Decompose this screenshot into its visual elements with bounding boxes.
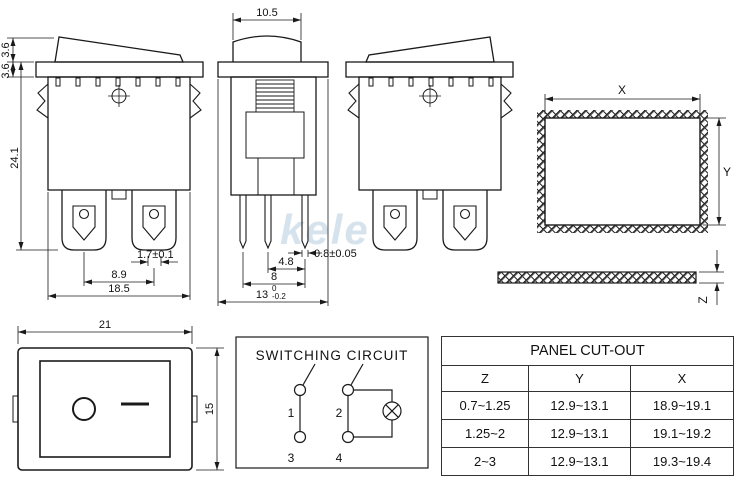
terminal-pin-3 (301, 195, 309, 250)
label-y: Y (723, 165, 731, 179)
dim-face-height: 15 (204, 403, 216, 415)
screw-boss (108, 85, 130, 107)
col-header-y: Y (528, 365, 631, 392)
dim-rocker-height: 3.6 (0, 42, 12, 57)
dim-body-height: 24.1 (9, 147, 21, 168)
terminal-3-contact (293, 430, 307, 444)
label-x: X (618, 83, 626, 97)
face-dimensions: 21 15 (17, 319, 224, 471)
off-symbol-icon (72, 397, 96, 421)
table-row: 2~3 12.9~13.1 19.3~19.4 (441, 447, 734, 476)
face-rocker (39, 360, 171, 458)
cell-y-range: 12.9~13.1 (528, 447, 631, 476)
cutout-hole (544, 117, 701, 226)
cell-x-range: 19.3~19.4 (630, 447, 734, 476)
dim-terminal-pitch: 8.9 (111, 269, 126, 281)
cell-z-range: 2~3 (441, 447, 529, 476)
side-view-dimensions: 10.5 0.8±0.05 4.8 8 13 0 -0.2 (217, 7, 357, 306)
dim-pin-span-outer: 8 (271, 271, 277, 283)
switch-blade-1 (302, 363, 316, 386)
panel-thickness-drawing: Z (497, 250, 724, 305)
cell-x-range: 18.9~19.1 (630, 391, 734, 420)
center-tab (111, 189, 127, 200)
rocker-switch-front-view-2 (345, 36, 514, 251)
switch-blade-2 (350, 363, 364, 386)
col-header-z: Z (441, 365, 529, 392)
face-tab-right (191, 395, 198, 423)
cutout-dimensions: X Y (544, 83, 731, 226)
spade-terminal-left (72, 205, 96, 241)
detent-ribs (255, 79, 295, 113)
cell-z-range: 1.25~2 (441, 419, 529, 448)
face-outer-frame (17, 347, 193, 471)
switch-face-view: 21 15 (12, 319, 224, 471)
circuit-graphics (293, 363, 402, 444)
flange-teeth (55, 77, 181, 87)
terminal-pin-2 (264, 195, 272, 250)
terminal-label-1: 1 (288, 406, 295, 420)
terminal-label-2: 2 (336, 406, 343, 420)
face-tab-left (12, 395, 19, 423)
cell-y-range: 12.9~13.1 (528, 391, 631, 420)
wire-to-lamp-top (354, 389, 393, 402)
mounting-flange (35, 61, 204, 78)
spade-terminal-right (142, 205, 166, 241)
wire-to-lamp-bottom (354, 420, 393, 438)
terminal-label-4: 4 (336, 451, 343, 465)
col-header-x: X (630, 365, 734, 392)
lower-block (257, 157, 295, 196)
rocker-switch-front-view (35, 36, 204, 251)
terminal-1-contact (293, 383, 307, 397)
terminal-pod-left (61, 190, 107, 251)
panel-plate (497, 271, 697, 284)
table-title-row: PANEL CUT-OUT (441, 336, 734, 366)
cell-z-range: 0.7~1.25 (441, 391, 529, 420)
terminal-pin-1 (239, 195, 247, 250)
circuit-title: SWITCHING CIRCUIT (256, 348, 409, 363)
terminal-2-contact (341, 383, 355, 397)
terminal-label-3: 3 (288, 451, 295, 465)
panel-cutout-table: PANEL CUT-OUT Z Y X 0.7~1.25 12.9~13.1 1… (441, 336, 734, 476)
cell-y-range: 12.9~13.1 (528, 419, 631, 448)
switching-circuit: SWITCHING CIRCUIT 1 2 3 4 (235, 336, 429, 469)
dim-pin-span-inner: 4.8 (278, 256, 293, 268)
dim-flange-height: 3.6 (0, 63, 12, 78)
dim-depth-tol-lower: -0.2 (272, 292, 286, 301)
retaining-clip-right-icon (189, 83, 202, 119)
mechanism-block (245, 111, 305, 159)
terminal-4-contact (341, 430, 355, 444)
table-row: 1.25~2 12.9~13.1 19.1~19.2 (441, 419, 734, 448)
table-row: 0.7~1.25 12.9~13.1 18.9~19.1 (441, 391, 734, 420)
cell-x-range: 19.1~19.2 (630, 419, 734, 448)
rocker-actuator (54, 36, 184, 63)
dim-body-width: 18.5 (108, 283, 129, 295)
dim-depth: 13 (256, 289, 268, 301)
table-title: PANEL CUT-OUT (441, 336, 734, 366)
panel-cutout-drawing: X Y (537, 83, 731, 233)
front-view-dimensions: 3.6 3.6 24.1 1.7±0.1 8.9 18.5 (0, 37, 191, 300)
dim-terminal-width: 1.7±0.1 (137, 249, 174, 261)
dim-face-width: 21 (99, 319, 111, 331)
dim-depth-tol-upper: 0 (272, 284, 277, 293)
dim-pin-thickness: 0.8±0.05 (314, 248, 357, 260)
rocker-side (232, 35, 302, 62)
flange-side (217, 61, 329, 78)
circuit-frame (235, 336, 429, 469)
table-header-row: Z Y X (441, 365, 734, 392)
dim-rocker-width: 10.5 (256, 7, 277, 19)
label-z: Z (696, 296, 710, 303)
watermark: kele (280, 206, 370, 253)
rocker-switch-side-view (217, 35, 329, 250)
thickness-dimension: Z (696, 250, 724, 305)
terminal-pod-right (131, 190, 177, 251)
body-side (230, 76, 317, 196)
retaining-clip-left-icon (36, 83, 49, 119)
lamp-cross-2 (385, 404, 399, 418)
